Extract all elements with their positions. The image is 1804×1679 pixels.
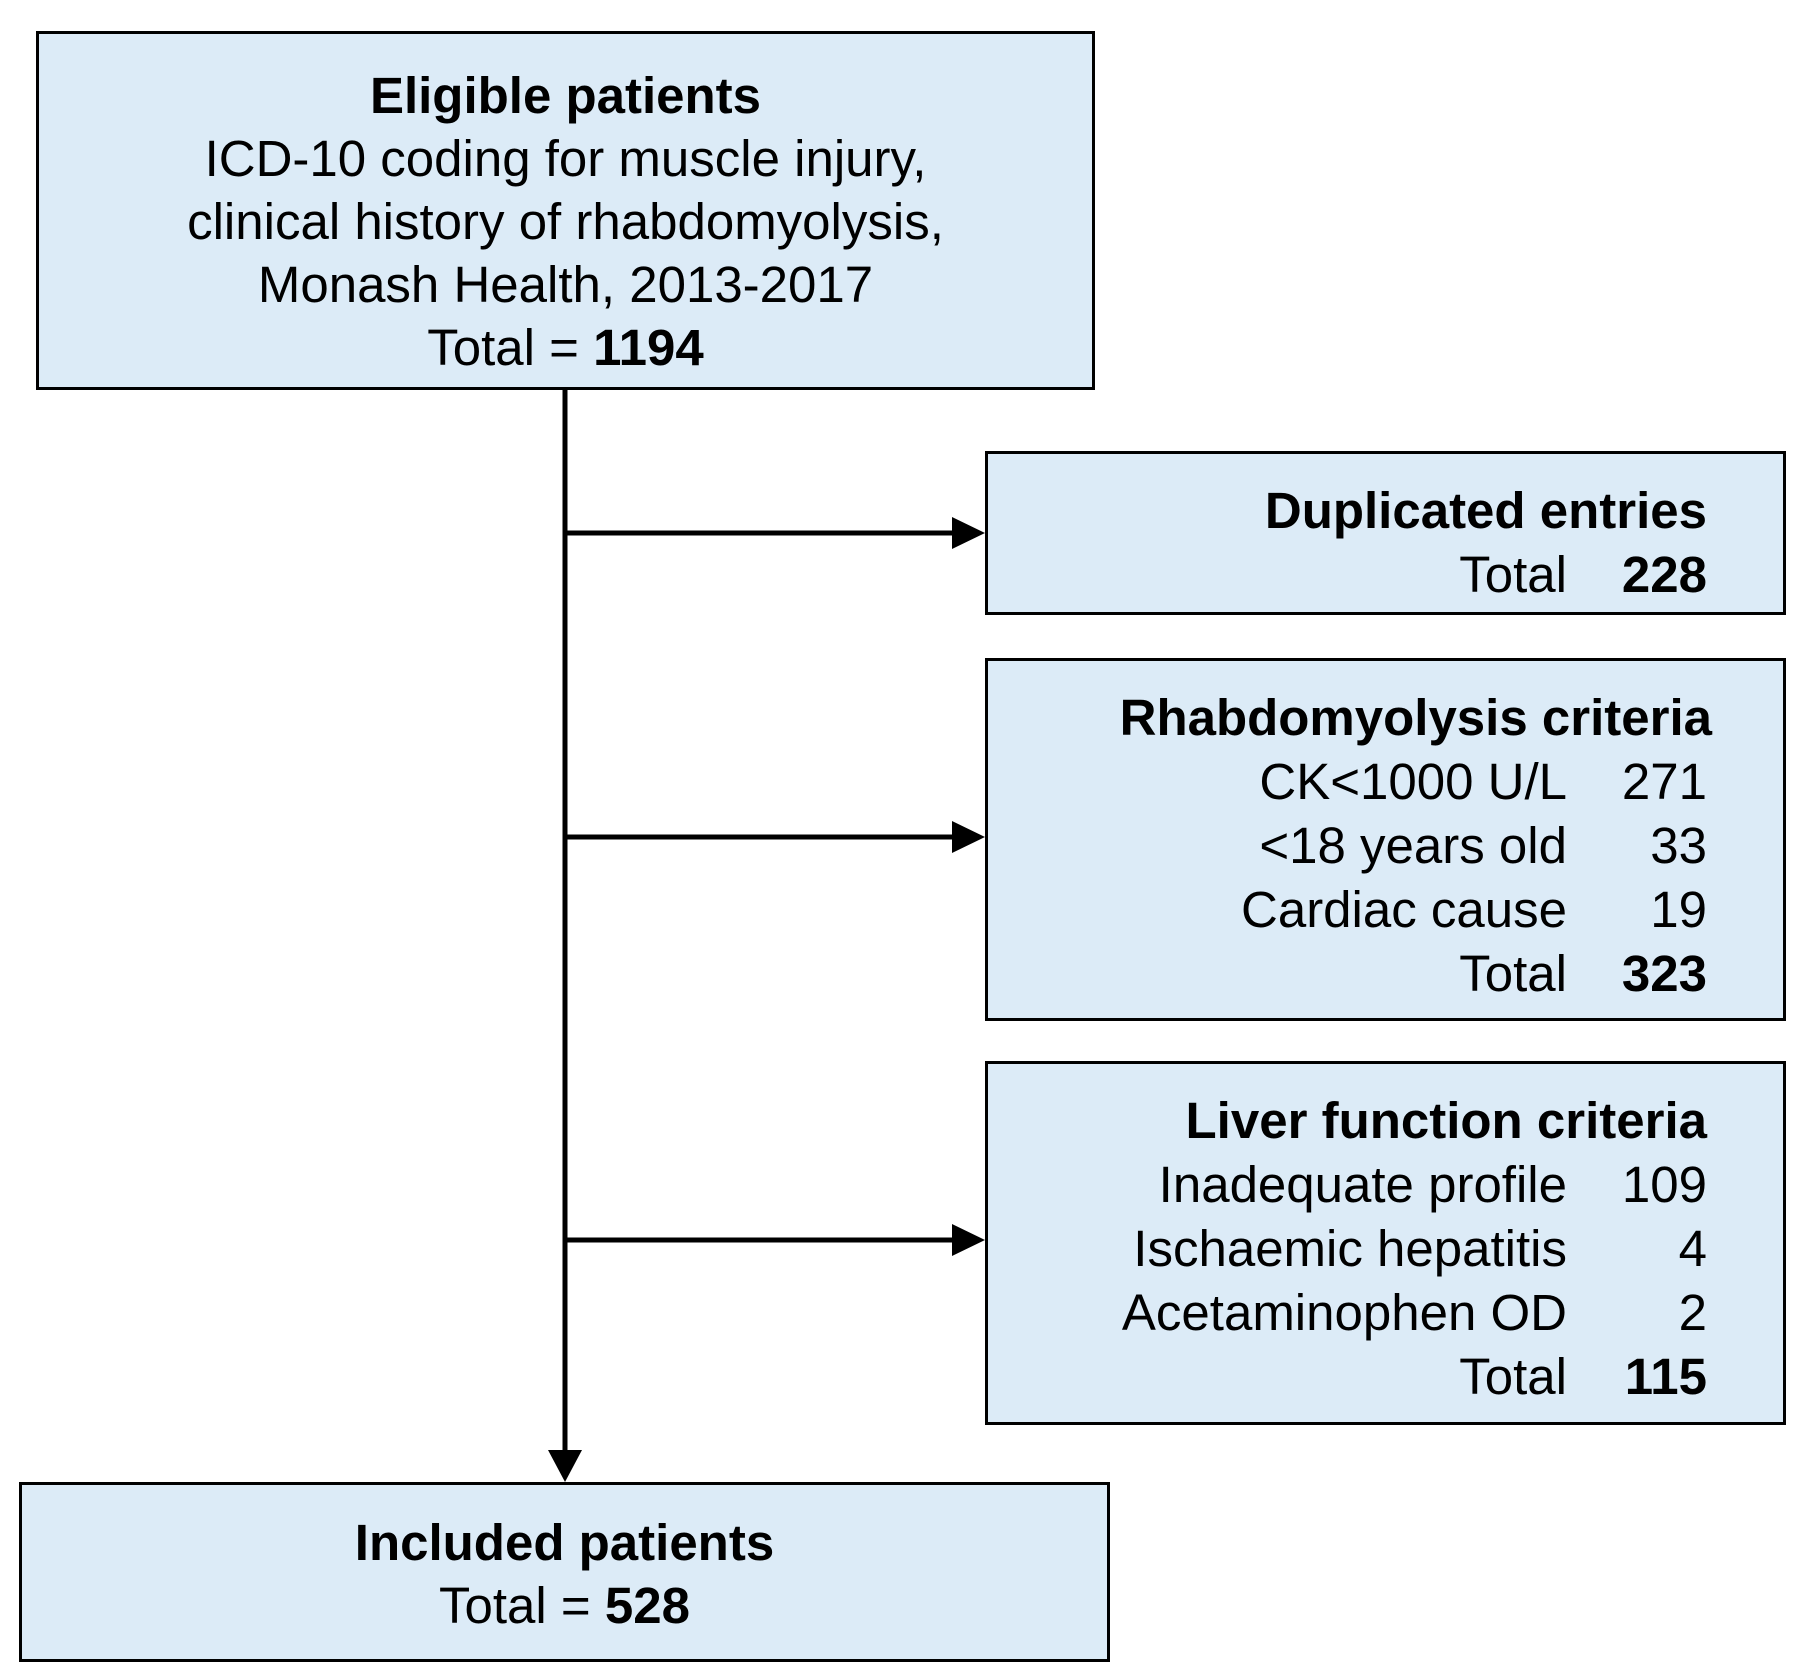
duplicated-entries-box: Duplicated entries Total 228 — [985, 451, 1786, 615]
rhabdo-total-row: Total 323 — [1120, 942, 1707, 1006]
duplicated-total-label: Total — [1459, 546, 1567, 603]
rhabdo-row-value: 19 — [1650, 881, 1707, 938]
eligible-total-value: 1194 — [593, 319, 704, 376]
rhabdo-row-value: 271 — [1621, 753, 1707, 810]
liver-row-value: 2 — [1678, 1284, 1707, 1341]
included-total-value: 528 — [604, 1577, 690, 1634]
rhabdo-row-value: 33 — [1650, 817, 1707, 874]
arrowhead-liver — [952, 1224, 985, 1256]
liver-row: Ischaemic hepatitis 4 — [1122, 1217, 1707, 1281]
rhabdo-row: CK<1000 U/L 271 — [1120, 750, 1707, 814]
eligible-title: Eligible patients — [369, 67, 762, 124]
eligible-line-1: ICD-10 coding for muscle injury, — [204, 130, 927, 187]
duplicated-total-value: 228 — [1621, 546, 1707, 603]
rhabdo-row-label: CK<1000 U/L — [1259, 753, 1567, 810]
liver-total-value: 115 — [1624, 1348, 1707, 1405]
liver-total-label: Total — [1459, 1348, 1567, 1405]
included-title: Included patients — [354, 1514, 775, 1571]
rhabdo-title: Rhabdomyolysis criteria — [1119, 689, 1712, 746]
liver-total-row: Total 115 — [1122, 1345, 1707, 1409]
eligible-line-2: clinical history of rhabdomyolysis, — [187, 193, 944, 250]
liver-row-label: Inadequate profile — [1158, 1156, 1567, 1213]
rhabdomyolysis-criteria-box: Rhabdomyolysis criteria CK<1000 U/L 271 … — [985, 658, 1786, 1021]
rhabdo-row: Cardiac cause 19 — [1120, 878, 1707, 942]
arrowhead-duplicated — [952, 517, 985, 549]
liver-row: Acetaminophen OD 2 — [1122, 1281, 1707, 1345]
rhabdo-row-label: <18 years old — [1259, 817, 1567, 874]
included-total-label: Total = — [439, 1577, 605, 1634]
duplicated-total-row: Total 228 — [1265, 543, 1707, 607]
liver-row-value: 109 — [1621, 1156, 1707, 1213]
rhabdo-row-label: Cardiac cause — [1241, 881, 1567, 938]
liver-row-value: 4 — [1678, 1220, 1707, 1277]
rhabdo-total-value: 323 — [1621, 945, 1707, 1002]
liver-title: Liver function criteria — [1185, 1092, 1707, 1149]
duplicated-title: Duplicated entries — [1264, 482, 1707, 539]
rhabdo-row: <18 years old 33 — [1120, 814, 1707, 878]
liver-row-label: Acetaminophen OD — [1121, 1284, 1567, 1341]
included-total: Total = 528 — [22, 1574, 1107, 1637]
rhabdo-total-label: Total — [1459, 945, 1567, 1002]
liver-row-label: Ischaemic hepatitis — [1133, 1220, 1567, 1277]
eligible-patients-box: Eligible patients ICD-10 coding for musc… — [36, 31, 1095, 390]
included-patients-box: Included patients Total = 528 — [19, 1482, 1110, 1662]
eligible-total-label: Total = — [427, 319, 594, 376]
arrowhead-included — [548, 1450, 582, 1482]
eligible-total: Total = 1194 — [39, 316, 1092, 379]
eligible-line-3: Monash Health, 2013-2017 — [257, 256, 874, 313]
liver-function-criteria-box: Liver function criteria Inadequate profi… — [985, 1061, 1786, 1425]
liver-row: Inadequate profile 109 — [1122, 1153, 1707, 1217]
arrowhead-rhabdo — [952, 821, 985, 853]
